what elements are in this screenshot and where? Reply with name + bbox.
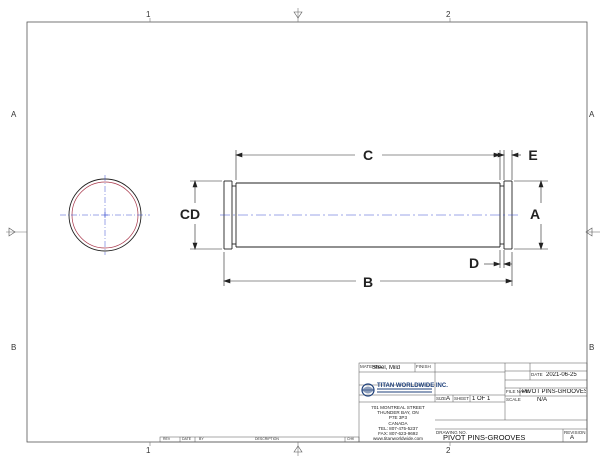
dimension-a	[514, 180, 548, 250]
rev-header-rev: REV	[163, 437, 171, 441]
dimension-e	[493, 150, 521, 180]
date-label: DATE	[531, 372, 543, 377]
dim-label-a: A	[530, 206, 540, 222]
material-value: Steel, Mild	[372, 365, 401, 371]
zone-row-a-left: A	[11, 110, 17, 119]
zone-row-b-left: B	[11, 343, 17, 352]
rev-header-date: DATE	[182, 437, 192, 441]
company-logo	[361, 383, 375, 397]
file-name-label: FILE NAME	[506, 389, 530, 394]
size-label: SIZE	[436, 396, 447, 401]
address-line-3: P7E 3P3	[388, 415, 408, 421]
revision-value: A	[570, 435, 575, 441]
finish-label: FINISH	[416, 364, 431, 369]
address-line-2: THUNDER BAY, ON	[377, 410, 419, 416]
drawing-no-label: DRAWING NO.	[436, 430, 467, 435]
dim-label-b: B	[363, 274, 373, 290]
zone-column-2-bottom: 2	[446, 446, 451, 455]
rev-header-by: BY	[199, 437, 204, 441]
file-name-value: PIVOT PINS-GROOVES.idw	[522, 389, 586, 395]
dim-label-cd: CD	[180, 206, 200, 222]
scale-label: SCALE	[506, 397, 521, 402]
address-line-1: 701 MONTREAL STREET	[371, 405, 425, 410]
address-line-6: FAX: 807-623-9692	[378, 431, 418, 437]
date-value: 2021-06-25	[546, 372, 577, 378]
zone-row-a-right: A	[589, 110, 595, 119]
material-label: MATERIAL	[360, 364, 383, 369]
end-view	[60, 175, 150, 255]
centering-marks	[8, 11, 593, 453]
logo-underline	[377, 388, 432, 393]
address-line-7: www.titanworldwide.com	[372, 436, 424, 442]
drawing-no-value: PIVOT PINS-GROOVES	[443, 434, 526, 442]
sheet-label: SHEET	[454, 396, 470, 401]
dimension-d	[484, 250, 512, 268]
sheet-border	[26, 21, 588, 443]
dim-label-c: C	[363, 147, 373, 163]
zone-column-1-top: 1	[146, 10, 151, 19]
company-address: 701 MONTREAL STREET THUNDER BAY, ON P7E …	[368, 405, 428, 441]
company-name: TITAN WORLDWIDE INC.	[377, 383, 448, 389]
rev-header-description: DESCRIPTION	[255, 437, 279, 441]
rev-header-chk: CHK	[347, 437, 355, 441]
zone-column-1-bottom: 1	[146, 446, 151, 455]
scale-value: N/A	[537, 397, 548, 403]
address-line-5: TEL: 807-475-5237	[378, 425, 418, 431]
size-value: A	[446, 396, 451, 402]
zone-ticks	[6, 8, 600, 456]
dimension-b	[223, 252, 513, 286]
zone-row-b-right: B	[589, 343, 595, 352]
title-block-grid	[159, 362, 588, 443]
dim-label-e: E	[528, 147, 537, 163]
sheet-value: 1 OF 1	[472, 396, 491, 402]
dim-label-d: D	[469, 255, 479, 271]
revision-label: REVISION	[564, 430, 586, 435]
address-line-4: CANADA	[388, 420, 408, 426]
zone-column-2-top: 2	[446, 10, 451, 19]
side-view-pin	[223, 180, 513, 250]
dimension-cd	[190, 180, 222, 250]
